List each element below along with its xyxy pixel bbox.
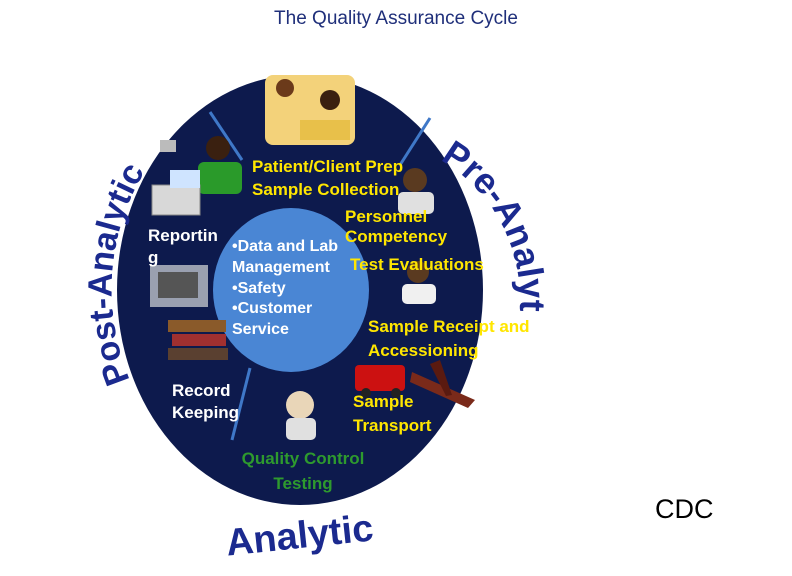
inner-circle — [213, 208, 369, 372]
page-title: The Quality Assurance Cycle — [274, 8, 518, 29]
bullet-customer-service: •Customer Service — [232, 300, 313, 339]
masked-worker-illustration — [286, 391, 316, 440]
books-illustration — [168, 320, 228, 360]
sample-transport-label: Sample Transport — [353, 392, 432, 435]
patient-client-prep-label: Patient/Client Prep — [252, 157, 404, 176]
source-label: CDC — [655, 494, 714, 524]
test-evaluations-label: Test Evaluations — [350, 255, 484, 274]
divider-top — [208, 111, 244, 161]
analytic-label: Analytic — [224, 507, 375, 564]
bullet-data-lab-management: •Data and Lab Management — [232, 238, 339, 276]
sample-collection-label: Sample Collection — [252, 180, 400, 199]
clinic-scene-illustration — [265, 75, 355, 145]
sample-receipt-label: Sample Receipt and Accessioning — [368, 317, 530, 360]
scientist-illustration — [398, 168, 434, 214]
personnel-competency-label: Personnel Competency — [345, 207, 448, 247]
bullet-safety: •Safety — [232, 279, 286, 297]
record-keeping-label: Record Keeping — [172, 381, 240, 423]
airplane-illustration — [410, 360, 475, 408]
quality-control-label: Quality Control Testing — [241, 449, 365, 493]
reporting-label: Reporting — [148, 226, 218, 268]
center-bullet-list: •Data and Lab Management •Safety •Custom… — [232, 237, 352, 341]
monitor-illustration — [150, 265, 208, 307]
van-illustration — [355, 365, 405, 398]
lab-worker-illustration — [198, 136, 242, 194]
technician-illustration — [402, 261, 436, 304]
computer-illustration — [151, 140, 201, 216]
divider-right — [398, 117, 432, 166]
divider-bottom — [230, 367, 252, 441]
